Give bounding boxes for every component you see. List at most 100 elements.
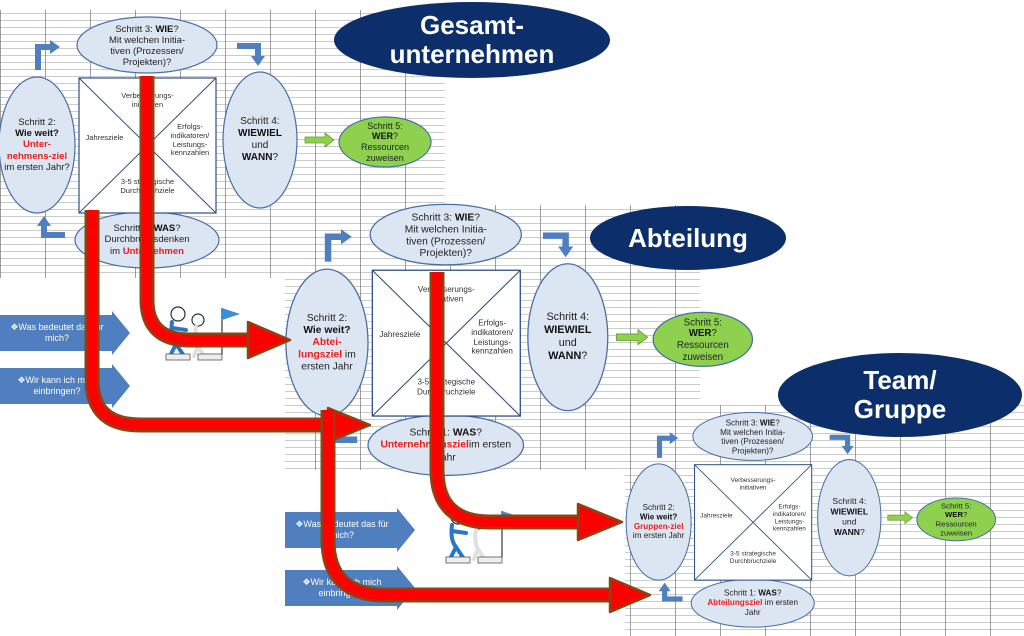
text: ? — [476, 427, 482, 439]
matrix-right: Erfolgs-indikatoren/ Leistungs-kennzahle… — [772, 502, 807, 533]
text: Schritt 3: — [411, 211, 455, 224]
text: tiven (Prozessen/ — [110, 46, 184, 57]
text: ? — [272, 151, 279, 163]
step3-text: Schritt 3: WIE?Mit welchen Initia-tiven … — [404, 211, 487, 259]
matrix-left: Jahresziele — [85, 132, 124, 142]
matrix-right: Erfolgs-indikatoren/ Leistungs-kennzahle… — [471, 317, 514, 356]
text: Schritt 5: — [367, 120, 403, 131]
text: Mit welchen Initia- — [404, 223, 487, 236]
step3-text: Schritt 3: WIE?Mit welchen Initia-tiven … — [109, 23, 185, 69]
text: ? — [175, 223, 181, 235]
curved-arrow-icon — [324, 233, 344, 262]
text: Schritt 3: — [115, 23, 156, 35]
matrix-bottom: 3-5 strategische Durchbruchziele — [417, 377, 476, 397]
text: WAS — [758, 588, 777, 599]
step5-ellipse — [338, 116, 432, 168]
text: zuweisen — [682, 350, 724, 362]
text: WANN — [548, 349, 582, 362]
level-title-ellipse — [590, 206, 786, 270]
step1-text: Schritt 1: WAS?Abteilungsziel im ersten … — [707, 588, 798, 618]
text: ? — [581, 349, 588, 362]
text: Projekten)? — [122, 57, 172, 69]
text: ? — [173, 23, 179, 35]
text: WIE — [454, 211, 475, 224]
text: WER — [371, 131, 393, 142]
text: Wie weit? — [15, 128, 59, 140]
level-title: Team/ Gruppe — [854, 366, 946, 423]
text: ? — [776, 588, 782, 599]
text: tiven (Prozessen/ — [721, 437, 785, 447]
matrix-bottom: 3-5 strategische Durchbruchziele — [729, 549, 777, 565]
level-title: Abteilung — [628, 222, 748, 253]
step2-text: Schritt 2:Wie weit?Unter-nehmens-ziel im… — [4, 117, 70, 173]
text: WANN — [241, 151, 273, 163]
step3-ellipse — [369, 203, 523, 266]
green-arrow-icon — [304, 132, 335, 148]
step3-text: Schritt 3: WIE?Mit welchen Initia-tiven … — [720, 418, 785, 456]
matrix-right-label: Erfolgs-indikatoren/ Leistungs-kennzahle… — [170, 121, 210, 158]
text: Schritt 4: — [546, 311, 590, 324]
text: Gruppen-ziel — [633, 521, 684, 532]
text: Schritt 1: — [724, 588, 759, 599]
text: WER — [945, 510, 964, 519]
text: WIEWIEL — [544, 324, 592, 337]
level-title: Gesamt- unternehmen — [389, 10, 555, 69]
text: WAS — [153, 223, 176, 235]
step3-ellipse — [76, 16, 218, 74]
text: Schritt 3: — [725, 418, 760, 428]
step4-ellipse — [222, 71, 298, 209]
matrix-left-label: Jahresziele — [700, 511, 733, 520]
question-label: ❖Was bedeutet das für mich? — [10, 322, 103, 343]
matrix-left-label: Jahresziele — [379, 329, 421, 339]
planning-panel: Verbesserungs-initiativenJahreszieleErfo… — [0, 16, 432, 269]
text: im ersten Jahr — [301, 348, 356, 373]
question-label: ❖Was bedeutet das für mich? — [295, 519, 389, 540]
curved-arrow-icon — [662, 590, 683, 602]
text: WIEWIEL — [238, 128, 282, 140]
text: und — [558, 337, 577, 350]
text: Schritt 4: — [832, 497, 867, 507]
text: Schritt 2: — [306, 312, 348, 325]
level-title: Gesamt- unternehmen — [389, 10, 555, 69]
text: Wie weit? — [639, 512, 678, 522]
step2-ellipse — [625, 463, 692, 581]
text: Wie weit? — [303, 324, 351, 337]
text: im ersten Jahr — [435, 439, 512, 464]
matrix-right-label: Erfolgs-indikatoren/ Leistungs-kennzahle… — [772, 502, 807, 533]
text: Schritt 4: — [240, 116, 280, 128]
green-arrow-icon — [615, 328, 649, 346]
text: Abtei-lungsziel — [298, 336, 343, 361]
step1-text: Schritt 1: WAS?Unternehmenszielim ersten… — [380, 427, 512, 464]
step4-ellipse — [817, 459, 882, 577]
question-label: ❖Wir kann ich mich einbringen? — [17, 375, 97, 396]
arrowhead — [576, 502, 624, 542]
matrix-right-label: Erfolgs-indikatoren/ Leistungs-kennzahle… — [471, 317, 514, 356]
question-text: ❖Wir kann ich mich einbringen? — [17, 375, 97, 396]
matrix-bottom-label: 3-5 strategische Durchbruchziele — [417, 377, 476, 397]
text: im ersten Jahr? — [4, 161, 70, 173]
level-title: Abteilung — [628, 222, 748, 253]
curved-arrow-icon — [829, 434, 851, 448]
text: Unternehmensziel — [380, 439, 469, 452]
text: Ressourcen — [360, 142, 410, 152]
text: Abteilungsziel — [707, 598, 763, 608]
question-text: ❖Was bedeutet das für mich? — [295, 519, 389, 540]
matrix-bottom-label: 3-5 strategische Durchbruchziele — [729, 549, 777, 565]
matrix-top-label: Verbesserungs-initiativen — [730, 475, 776, 492]
matrix-left-label: Jahresziele — [85, 132, 124, 142]
level-title-ellipse — [778, 353, 1022, 437]
matrix-left: Jahresziele — [700, 511, 733, 520]
text: WIE — [155, 23, 174, 35]
step2-ellipse — [0, 76, 76, 214]
text: Schritt 5: — [940, 501, 972, 510]
text: Schritt 5: — [683, 316, 722, 328]
red-flow-arrows — [84, 76, 652, 614]
text: zuweisen — [366, 152, 404, 163]
step3-ellipse — [692, 412, 814, 461]
arrowhead — [246, 320, 292, 360]
